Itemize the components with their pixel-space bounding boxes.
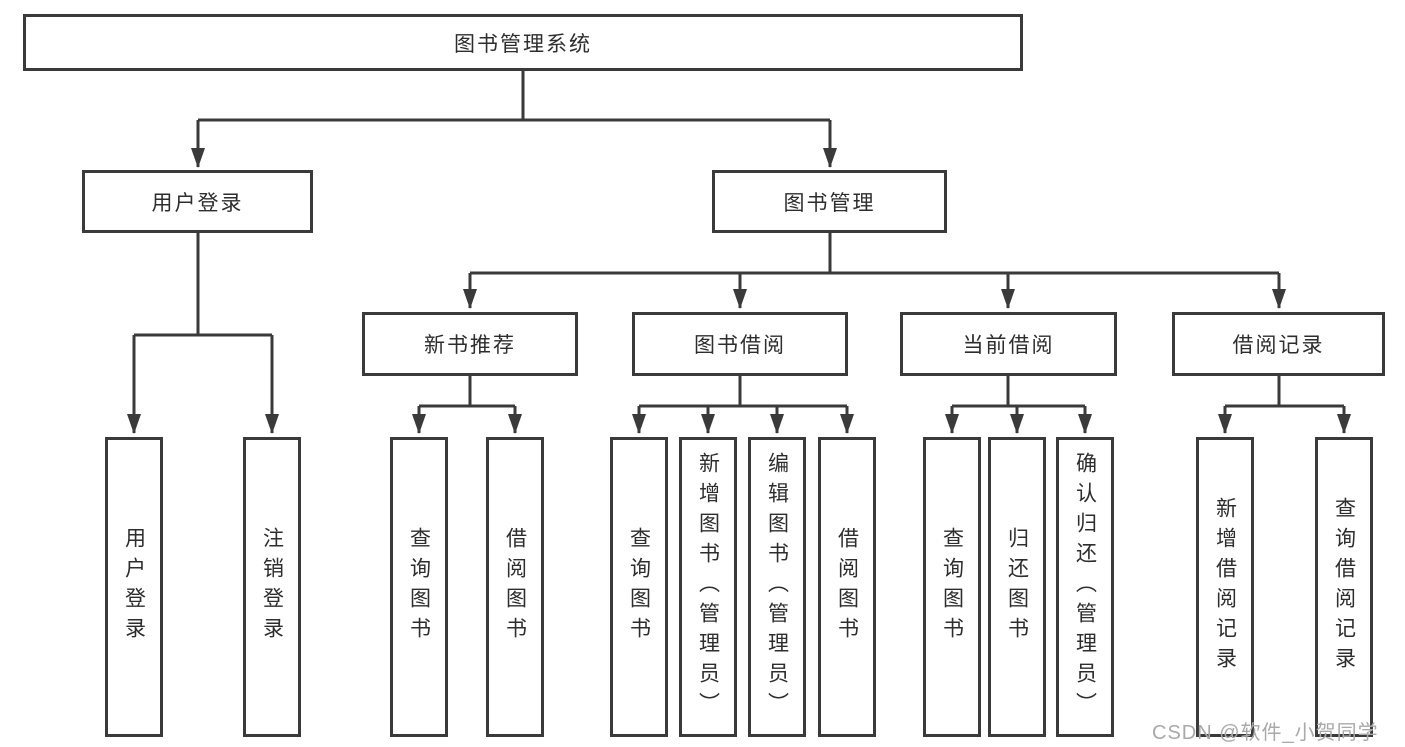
leaf-query-books-current: 查询图书 xyxy=(923,437,981,737)
leaf-add-books-admin: 新增图书（管理员） xyxy=(679,437,737,737)
leaf-logout-label: 注销登录 xyxy=(260,527,284,647)
leaf-query-books-current-label: 查询图书 xyxy=(940,527,964,647)
leaf-return-books: 归还图书 xyxy=(988,437,1046,737)
leaf-borrow-books-recommend: 借阅图书 xyxy=(486,437,544,737)
leaf-user-login-label: 用户登录 xyxy=(122,527,146,647)
leaf-logout: 注销登录 xyxy=(243,437,301,737)
leaf-add-borrow-record: 新增借阅记录 xyxy=(1196,437,1254,737)
leaf-confirm-return-admin: 确认归还（管理员） xyxy=(1056,437,1114,737)
leaf-borrow-books: 借阅图书 xyxy=(818,437,876,737)
node-current-borrowing: 当前借阅 xyxy=(900,312,1117,376)
node-borrowing-records: 借阅记录 xyxy=(1172,312,1385,376)
leaf-query-books-borrow-label: 查询图书 xyxy=(627,527,651,647)
leaf-confirm-return-admin-label: 确认归还（管理员） xyxy=(1073,452,1097,722)
leaf-borrow-books-recommend-label: 借阅图书 xyxy=(503,527,527,647)
node-book-borrowing: 图书借阅 xyxy=(632,312,848,376)
leaf-return-books-label: 归还图书 xyxy=(1005,527,1029,647)
leaf-borrow-books-label: 借阅图书 xyxy=(835,527,859,647)
node-new-book-recommendation: 新书推荐 xyxy=(362,312,578,376)
node-library-management-system: 图书管理系统 xyxy=(23,14,1023,71)
leaf-user-login: 用户登录 xyxy=(105,437,163,737)
leaf-query-books-recommend-label: 查询图书 xyxy=(407,527,431,647)
leaf-add-books-admin-label: 新增图书（管理员） xyxy=(696,452,720,722)
leaf-query-borrow-record: 查询借阅记录 xyxy=(1315,437,1373,737)
node-user-login: 用户登录 xyxy=(82,170,313,233)
leaf-query-books-recommend: 查询图书 xyxy=(390,437,448,737)
leaf-edit-books-admin: 编辑图书（管理员） xyxy=(748,437,806,737)
leaf-query-borrow-record-label: 查询借阅记录 xyxy=(1332,497,1356,677)
leaf-add-borrow-record-label: 新增借阅记录 xyxy=(1213,497,1237,677)
leaf-query-books-borrow: 查询图书 xyxy=(610,437,668,737)
node-book-management: 图书管理 xyxy=(712,170,947,233)
csdn-watermark: CSDN @软件_小贺同学 xyxy=(1152,722,1379,744)
leaf-edit-books-admin-label: 编辑图书（管理员） xyxy=(765,452,789,722)
